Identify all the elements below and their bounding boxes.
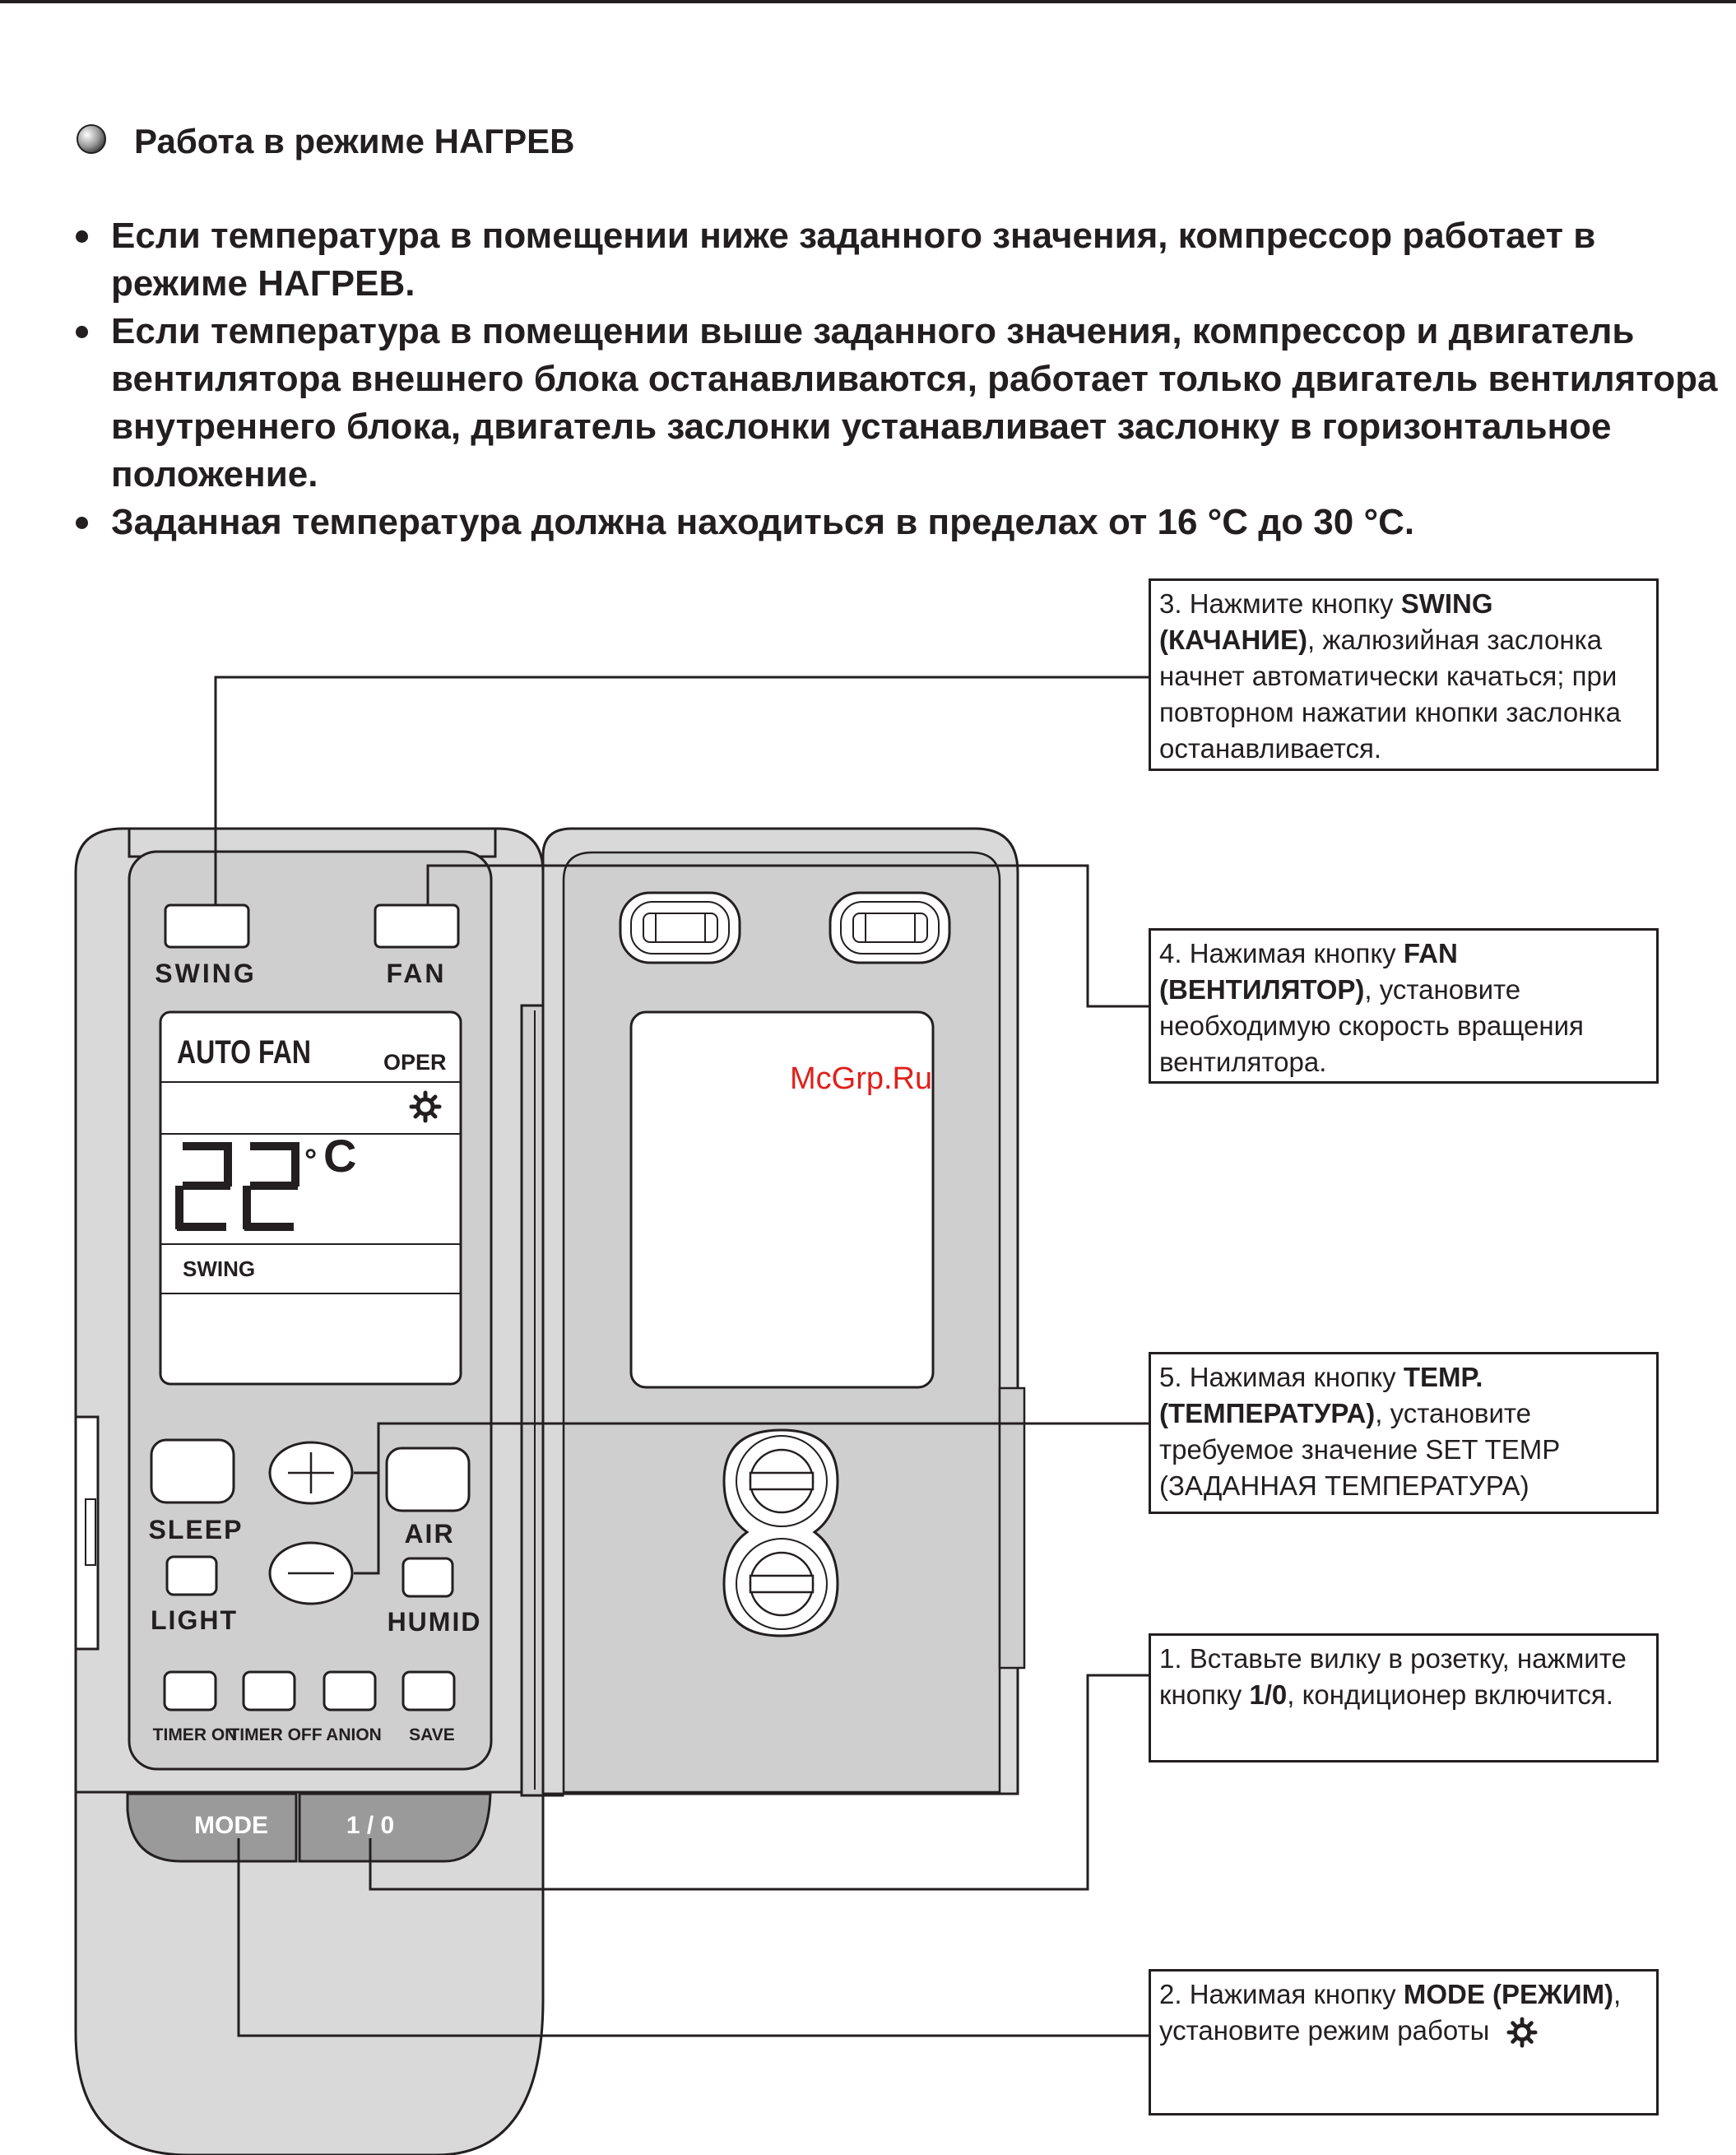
air-label: AIR: [404, 1519, 454, 1549]
callout-temp: 5. Нажимая кнопку TEMP. (ТЕМПЕРАТУРА), у…: [1149, 1352, 1659, 1514]
swing-button[interactable]: [164, 903, 250, 949]
light-label: LIGHT: [151, 1605, 238, 1635]
lcd-display: [159, 1010, 462, 1386]
lcd-unit: C: [323, 1130, 356, 1182]
callout-number: 4.: [1159, 938, 1182, 968]
lid-window: [629, 1010, 935, 1389]
lid-latch: [722, 1428, 839, 1637]
info-bullet-list: Если температура в помещении ниже заданн…: [72, 212, 1718, 546]
callout-text: , установите режим работы: [1159, 1979, 1622, 2046]
timer-on-label: TIMER ON: [153, 1725, 238, 1744]
fan-button[interactable]: [374, 903, 460, 949]
swing-label: SWING: [155, 959, 256, 988]
round-bullet-icon: [77, 124, 106, 154]
callout-text: , кондиционер включится.: [1287, 1679, 1613, 1710]
anion-button[interactable]: [323, 1670, 377, 1711]
timer-on-button[interactable]: [163, 1670, 217, 1711]
lcd-swing: SWING: [183, 1256, 255, 1281]
callout-text: Вставьте вилку в розетку, нажмите кнопку: [1159, 1643, 1627, 1710]
bullet-item: Заданная температура должна находиться в…: [72, 499, 1718, 546]
leader-lines: [214, 676, 1150, 2037]
sleep-label: SLEEP: [149, 1515, 244, 1544]
callout-number: 2.: [1159, 1979, 1182, 2009]
callout-keyword: SWING (КАЧАНИЕ): [1159, 588, 1493, 655]
callout-power: 1. Вставьте вилку в розетку, нажмите кно…: [1149, 1633, 1659, 1763]
watermark: McGrp.Ru: [790, 1061, 932, 1096]
lcd-oper: OPER: [383, 1050, 447, 1075]
air-button[interactable]: [385, 1447, 471, 1512]
callout-text: , жалюзийная заслонка начнет автоматичес…: [1159, 625, 1621, 764]
bullet-item: Если температура в помещении ниже заданн…: [72, 212, 1718, 308]
heat-mode-gear-icon: [1506, 2017, 1539, 2048]
callout-text: Нажимая кнопку: [1189, 938, 1396, 968]
callout-number: 5.: [1159, 1362, 1182, 1392]
callout-keyword: 1/0: [1249, 1679, 1288, 1710]
save-label: SAVE: [409, 1725, 455, 1744]
callout-swing: 3. Нажмите кнопку SWING (КАЧАНИЕ), жалюз…: [1149, 578, 1659, 771]
timer-off-button[interactable]: [242, 1670, 296, 1711]
lid-pivot: [829, 891, 951, 964]
callout-keyword: MODE (РЕЖИМ): [1403, 1979, 1614, 2009]
lid-pivot: [619, 891, 741, 964]
light-button[interactable]: [165, 1555, 218, 1596]
bullet-item: Если температура в помещении выше заданн…: [72, 308, 1718, 499]
callout-fan: 4. Нажимая кнопку FAN (ВЕНТИЛЯТОР), уста…: [1149, 928, 1659, 1084]
fan-label: FAN: [387, 959, 447, 988]
lcd-temperature: [175, 1142, 299, 1231]
callout-keyword: TEMP. (ТЕМПЕРАТУРА): [1159, 1362, 1483, 1428]
timer-off-label: TIMER OFF: [229, 1725, 322, 1744]
sleep-button[interactable]: [150, 1438, 235, 1504]
top-rule: [0, 0, 1736, 3]
anion-label: ANION: [326, 1725, 382, 1744]
mode-label: MODE: [194, 1812, 268, 1839]
callout-text: Нажмите кнопку: [1189, 588, 1394, 619]
callout-text: Нажимая кнопку: [1189, 1362, 1396, 1392]
mode-button[interactable]: [126, 1792, 298, 1863]
section-title: Работа в режиме НАГРЕВ: [134, 122, 575, 160]
humid-button[interactable]: [402, 1557, 454, 1598]
plus-icon: [288, 1452, 334, 1493]
callout-text: Нажимая кнопку: [1189, 1979, 1396, 2009]
lcd-degree: °: [304, 1144, 317, 1178]
save-button[interactable]: [402, 1670, 456, 1711]
callout-text: , установите необходимую скорость вращен…: [1159, 974, 1584, 1077]
power-button[interactable]: [298, 1792, 492, 1863]
lcd-fan-mode: AUTO FAN: [177, 1033, 311, 1071]
callout-number: 3.: [1159, 588, 1182, 619]
callout-keyword: FAN (ВЕНТИЛЯТОР): [1159, 938, 1458, 1005]
callout-mode: 2. Нажимая кнопку MODE (РЕЖИМ), установи…: [1149, 1969, 1659, 2116]
power-label: 1 / 0: [346, 1812, 394, 1839]
callout-number: 1.: [1159, 1643, 1182, 1674]
humid-label: HUMID: [388, 1607, 482, 1637]
callout-text: , установите требуемое значение SET TEMP…: [1159, 1398, 1560, 1501]
